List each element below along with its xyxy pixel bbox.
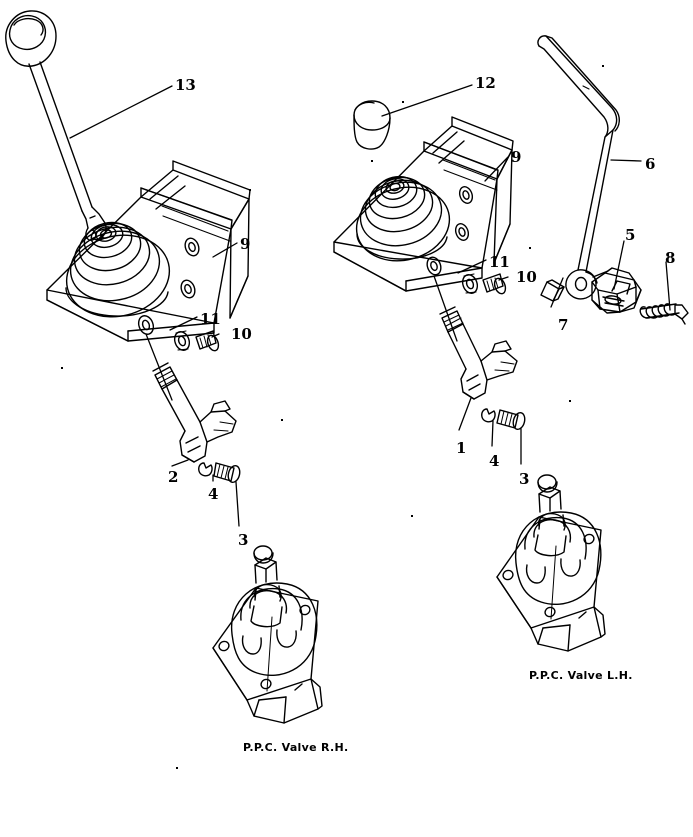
callout-10-rh: 10 (231, 325, 252, 343)
dowel-pin-part (540, 277, 565, 308)
linkage-bracket-part (591, 240, 642, 314)
callout-11-lh: 11 (489, 253, 510, 271)
caption-ppc-valve-rh: P.P.C. Valve R.H. (243, 741, 349, 754)
ppc-valve-lh-drawing (496, 474, 606, 652)
knob-cap-part (353, 84, 473, 150)
ppc-valve-rh-drawing (212, 545, 323, 724)
boot-bracket-rh-part (46, 160, 251, 342)
scan-speck (602, 65, 604, 67)
callout-6: 6 (645, 155, 656, 173)
callout-8: 8 (665, 249, 676, 267)
callout-13: 13 (175, 76, 196, 94)
callout-12: 12 (475, 74, 496, 92)
washer-lh-part (457, 259, 487, 294)
washer-rh-part (169, 316, 198, 351)
callout-5: 5 (625, 226, 636, 244)
bolt-joint-rh-part (213, 462, 241, 527)
scan-speck (371, 160, 373, 162)
scan-speck (529, 247, 531, 249)
callout-9-lh: 9 (511, 148, 522, 166)
scan-speck (281, 419, 283, 421)
caption-ppc-valve-lh: P.P.C. Valve L.H. (529, 669, 633, 682)
bolt-lh-part (482, 273, 509, 295)
scan-speck (411, 515, 413, 517)
callout-4-rh: 4 (208, 485, 219, 503)
scan-speck (61, 367, 63, 369)
rod-joint-rh-part (145, 333, 237, 467)
control-lever-rh-part (5, 10, 173, 241)
rod-joint-lh-part (433, 275, 518, 431)
lock-washer-lh-part (481, 408, 496, 447)
callout-11-rh: 11 (200, 310, 221, 328)
callout-4-lh: 4 (489, 452, 500, 470)
callout-3-rh: 3 (238, 531, 249, 549)
bolt-rh-part (195, 330, 220, 352)
boot-bracket-lh-part (333, 116, 514, 292)
bent-lever-rod-part (537, 35, 642, 300)
callout-2: 2 (168, 468, 179, 486)
callout-3-lh: 3 (519, 470, 530, 488)
scan-speck (176, 767, 178, 769)
callout-9-rh: 9 (240, 235, 251, 253)
callout-7: 7 (558, 316, 569, 334)
scan-speck (402, 101, 404, 103)
scan-speck (249, 189, 251, 191)
callout-10-lh: 10 (516, 268, 537, 286)
callout-1: 1 (456, 439, 467, 457)
bolt-joint-lh-part (496, 409, 526, 465)
spring-pin-part (639, 261, 689, 325)
lock-washer-rh-part (198, 462, 214, 482)
scan-speck (569, 400, 571, 402)
